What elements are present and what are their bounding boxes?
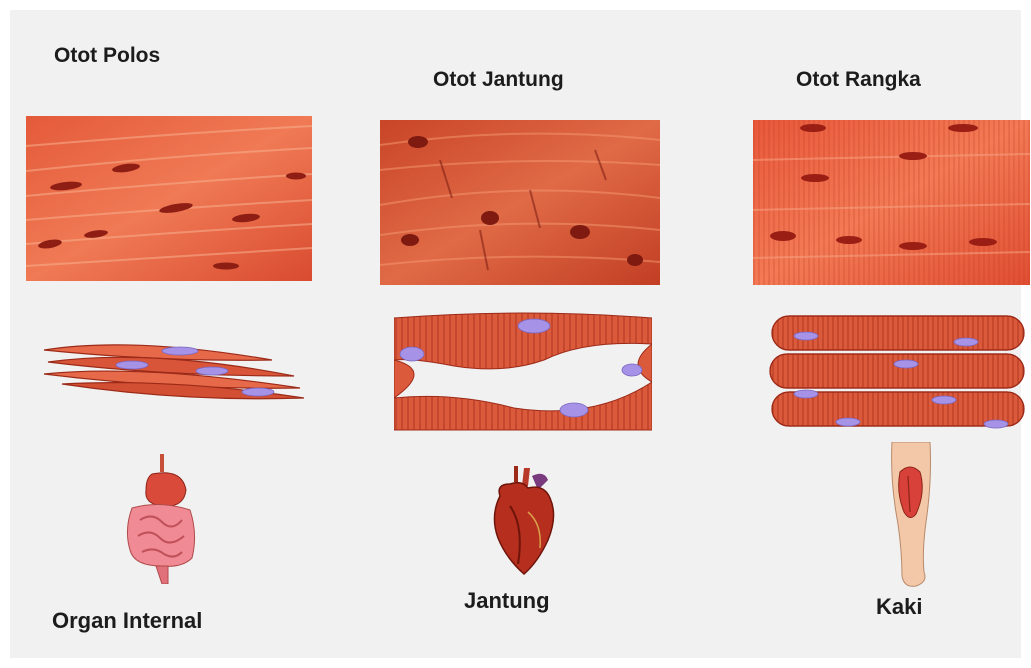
heart-icon xyxy=(488,466,558,576)
location-label-skeletal: Kaki xyxy=(876,594,922,620)
leg-icon xyxy=(886,442,938,588)
smooth-muscle-micrograph xyxy=(26,116,312,281)
title-smooth-muscle: Otot Polos xyxy=(54,44,160,68)
skeletal-muscle-cells xyxy=(766,312,1028,430)
location-label-cardiac: Jantung xyxy=(464,588,550,614)
diagram-panel: Otot Polos Otot Jantung Otot Rangka xyxy=(10,10,1021,658)
title-cardiac-muscle: Otot Jantung xyxy=(433,68,564,92)
title-skeletal-muscle: Otot Rangka xyxy=(796,68,921,92)
location-label-smooth: Organ Internal xyxy=(52,608,202,634)
cardiac-muscle-cells xyxy=(394,310,652,432)
skeletal-muscle-micrograph xyxy=(753,120,1030,285)
smooth-muscle-cells xyxy=(42,336,304,406)
cardiac-muscle-micrograph xyxy=(380,120,660,285)
intestine-icon xyxy=(122,454,200,584)
